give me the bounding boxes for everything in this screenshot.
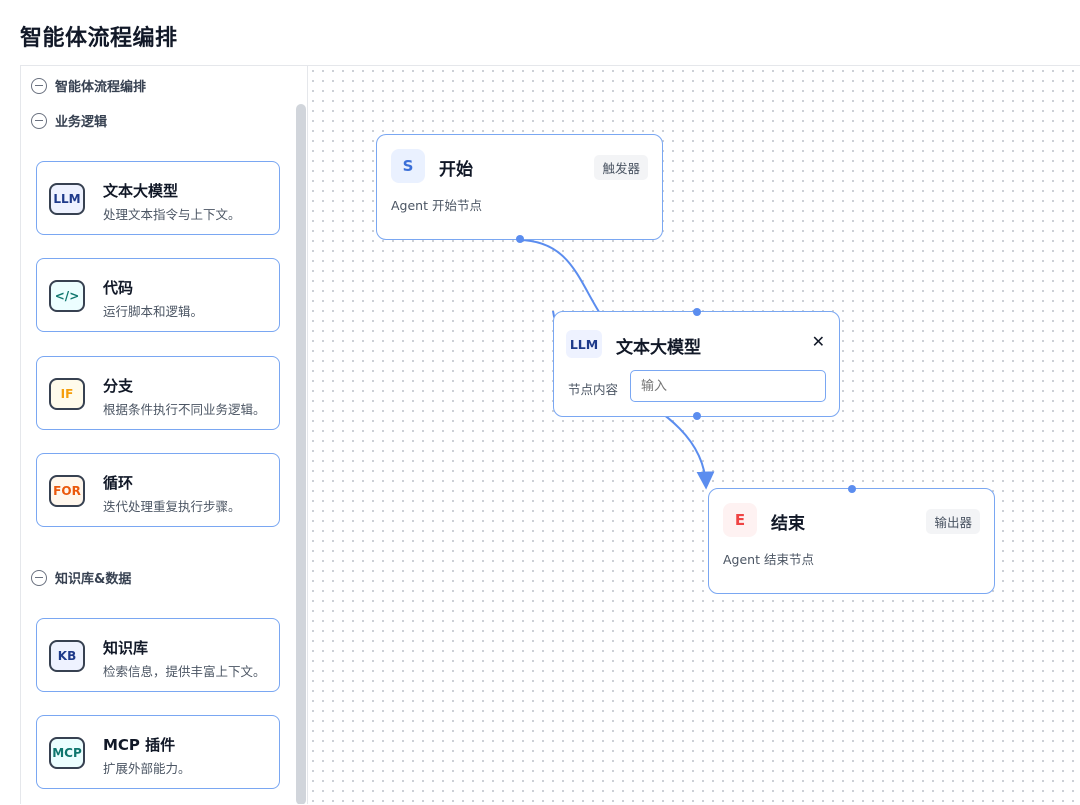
llm-icon: LLM: [49, 183, 85, 215]
card-description: 运行脚本和逻辑。: [103, 304, 204, 319]
palette-card-mcp-plugin[interactable]: MCP MCP 插件 扩展外部能力。: [36, 715, 280, 789]
llm-node[interactable]: LLM 文本大模型 ✕ 节点内容: [553, 308, 840, 420]
end-node-icon: E: [723, 503, 757, 537]
plugin-icon: MCP: [49, 737, 85, 769]
page-title: 智能体流程编排: [20, 26, 178, 51]
start-node-icon: S: [391, 149, 425, 183]
palette-card-loop[interactable]: FOR 循环 迭代处理重复执行步骤。: [36, 453, 280, 527]
card-description: 迭代处理重复执行步骤。: [103, 499, 241, 514]
card-title: 分支: [103, 377, 134, 395]
node-content-input[interactable]: [630, 370, 826, 402]
card-description: 根据条件执行不同业务逻辑。: [103, 402, 266, 417]
flow-canvas[interactable]: S 开始 触发器 Agent 开始节点 LLM 文本大模型 ✕ 节点内容 E 结…: [308, 65, 1080, 804]
palette-root-header[interactable]: 智能体流程编排: [31, 76, 146, 95]
sidebar-scrollbar[interactable]: [296, 104, 306, 804]
end-node[interactable]: E 结束 输出器 Agent 结束节点: [708, 485, 995, 594]
card-title: MCP 插件: [103, 736, 176, 754]
input-handle[interactable]: [848, 485, 856, 493]
group-label: 业务逻辑: [55, 115, 108, 130]
close-icon[interactable]: ✕: [811, 332, 825, 351]
node-title: 文本大模型: [616, 338, 701, 358]
card-description: 扩展外部能力。: [103, 761, 191, 776]
output-tag: 输出器: [926, 509, 980, 534]
palette-card-code[interactable]: </> 代码 运行脚本和逻辑。: [36, 258, 280, 332]
llm-icon: LLM: [566, 330, 602, 358]
collapse-icon[interactable]: [31, 77, 47, 94]
node-description: Agent 开始节点: [391, 198, 482, 213]
output-handle[interactable]: [516, 235, 524, 243]
collapse-icon[interactable]: [31, 569, 47, 586]
start-node[interactable]: S 开始 触发器 Agent 开始节点: [376, 134, 663, 243]
card-title: 文本大模型: [103, 182, 179, 200]
trigger-tag: 触发器: [594, 155, 648, 180]
card-description: 检索信息，提供丰富上下文。: [103, 664, 266, 679]
palette-card-branch[interactable]: IF 分支 根据条件执行不同业务逻辑。: [36, 356, 280, 430]
input-handle[interactable]: [693, 308, 701, 316]
loop-icon: FOR: [49, 475, 85, 507]
output-handle[interactable]: [693, 412, 701, 420]
palette-card-llm[interactable]: LLM 文本大模型 处理文本指令与上下文。: [36, 161, 280, 235]
group-header-knowledge-data[interactable]: 知识库&数据: [31, 568, 131, 587]
node-description: Agent 结束节点: [723, 552, 814, 567]
card-description: 处理文本指令与上下文。: [103, 207, 241, 222]
card-title: 循环: [103, 474, 134, 492]
knowledge-base-icon: KB: [49, 640, 85, 672]
group-header-business-logic[interactable]: 业务逻辑: [31, 111, 107, 130]
card-title: 知识库: [103, 639, 149, 657]
node-content-label: 节点内容: [568, 382, 619, 397]
group-label: 知识库&数据: [55, 572, 132, 587]
code-icon: </>: [49, 280, 85, 312]
collapse-icon[interactable]: [31, 112, 47, 129]
branch-icon: IF: [49, 378, 85, 410]
palette-card-knowledge-base[interactable]: KB 知识库 检索信息，提供丰富上下文。: [36, 618, 280, 692]
node-palette-sidebar[interactable]: 智能体流程编排 业务逻辑 LLM 文本大模型 处理文本指令与上下文。 </> 代…: [20, 65, 308, 804]
node-title: 结束: [771, 514, 805, 534]
node-title: 开始: [439, 160, 473, 180]
card-title: 代码: [103, 279, 134, 297]
palette-root-label: 智能体流程编排: [55, 80, 147, 95]
